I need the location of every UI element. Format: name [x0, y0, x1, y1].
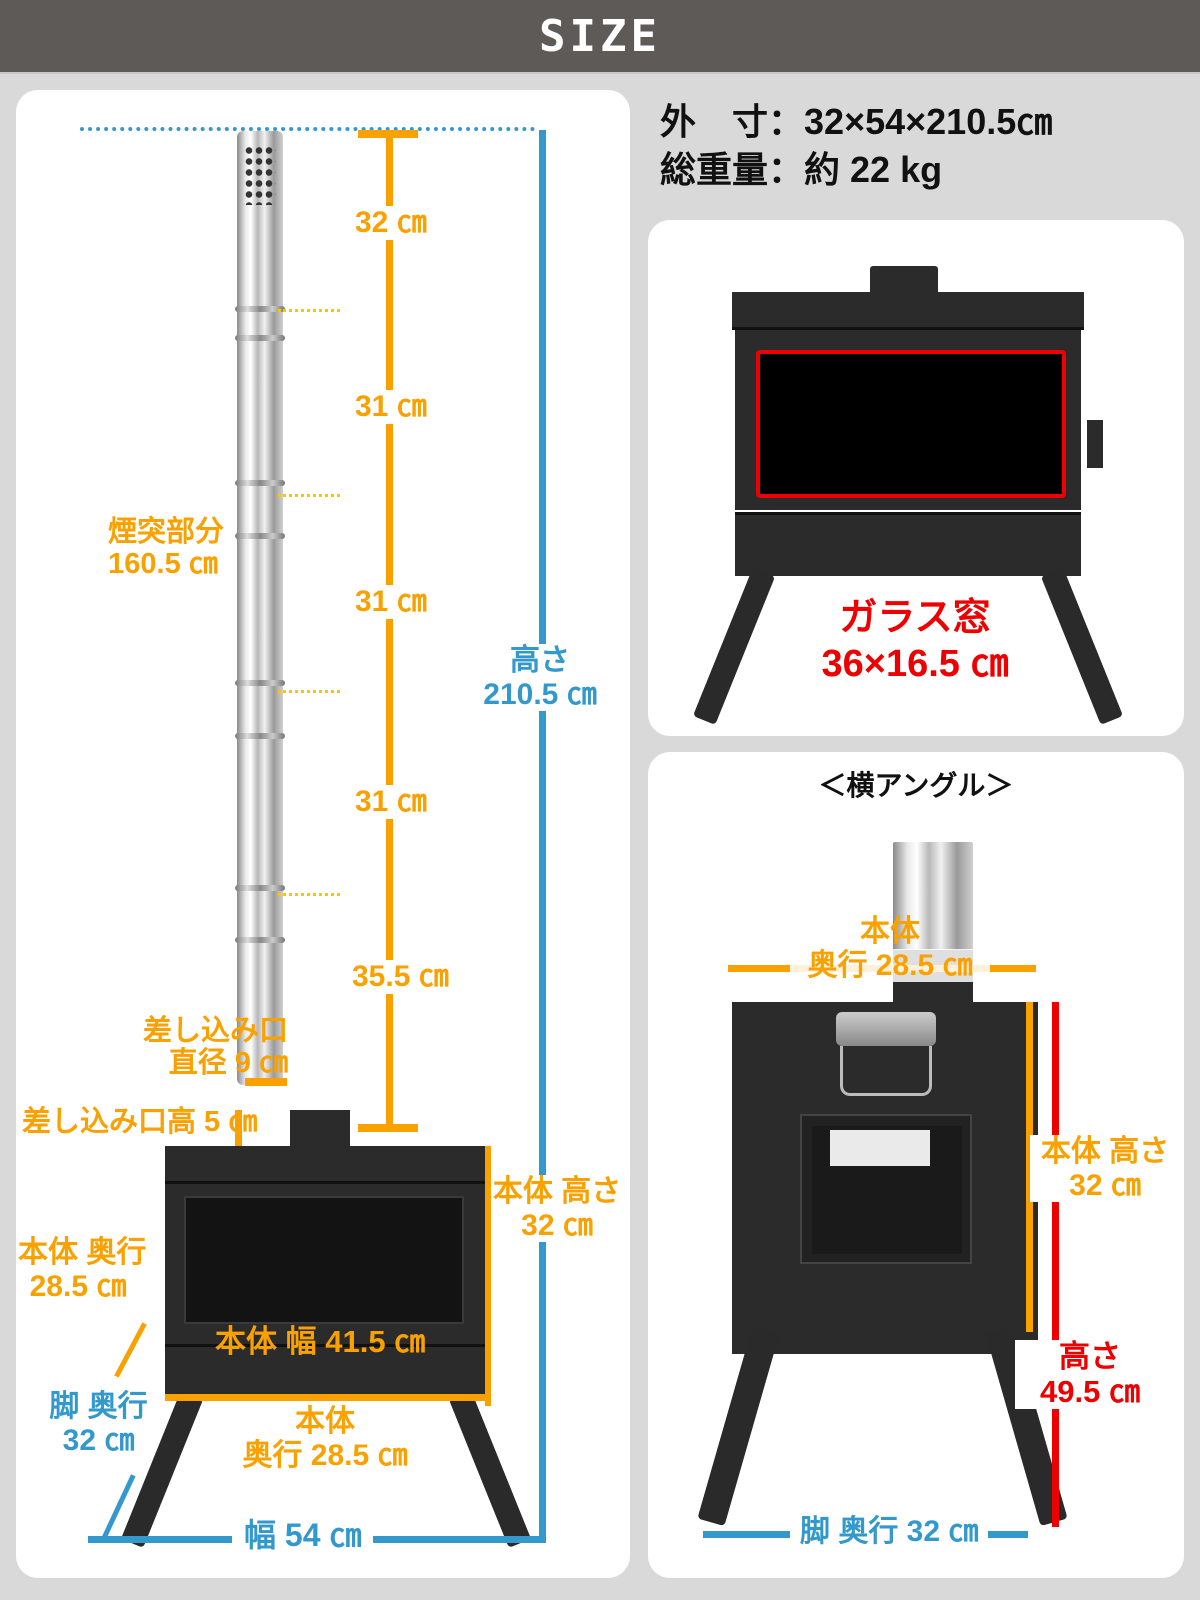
side-total-height-title: 高さ — [1059, 1339, 1121, 1374]
spec-weight-label: 総重量 — [660, 149, 769, 190]
side-body-height-label: 本体 高さ 32 ㎝ — [1030, 1135, 1180, 1203]
chimney-total-title: 煙突部分 — [108, 516, 225, 548]
chimney-segment-4: 31 ㎝ — [355, 785, 427, 819]
inlet-diameter-label: 差し込み口 直径 9 ㎝ — [138, 1015, 288, 1080]
chimney-measure-bottom-cap — [358, 1124, 418, 1132]
side-total-height-label: 高さ 49.5 ㎝ — [1015, 1339, 1165, 1410]
leg-depth-title: 脚 奥行 — [49, 1390, 148, 1423]
spec-separator: ： — [768, 101, 805, 142]
chimney-collar — [290, 1110, 350, 1146]
chimney-segment-5: 35.5 ㎝ — [352, 960, 449, 994]
spec-dimensions-label: 外 寸 — [660, 101, 769, 142]
spec-weight-value: 約 22 kg — [804, 149, 943, 190]
body-depth-label: 本体 奥行 28.5 ㎝ — [18, 1236, 147, 1303]
total-height-label: 高さ 210.5 ㎝ — [470, 644, 610, 712]
spec-separator: ： — [768, 149, 805, 190]
segment-divider — [278, 309, 340, 312]
spec-weight-row: 総重量：約 22 kg — [660, 146, 1052, 194]
chimney-total-value: 160.5 ㎝ — [108, 548, 218, 581]
body-height-line — [485, 1146, 491, 1406]
body-width-label: 本体 幅 41.5 ㎝ — [215, 1324, 426, 1359]
body-width-line — [165, 1394, 491, 1401]
segment-divider — [278, 893, 340, 896]
glass-window-highlight — [756, 350, 1066, 498]
leg-depth-value: 32 ㎝ — [62, 1423, 135, 1457]
body-depth2-label: 本体 奥行 28.5 ㎝ — [225, 1405, 425, 1472]
page-header: SIZE — [0, 0, 1200, 74]
glass-window-label: ガラス窓 36×16.5 ㎝ — [790, 596, 1040, 687]
glass-window-value: 36×16.5 ㎝ — [821, 642, 1009, 685]
total-height-line — [539, 130, 546, 1542]
total-width-label: 幅 54 ㎝ — [232, 1517, 374, 1554]
inlet-height-label: 差し込み口高 5 ㎝ — [22, 1106, 258, 1138]
page-title: SIZE — [539, 10, 661, 62]
body-depth2-title: 本体 — [295, 1405, 355, 1438]
chimney-segment-1: 32 ㎝ — [355, 206, 427, 240]
body-depth-value: 28.5 ㎝ — [29, 1269, 127, 1303]
side-body-height-value: 32 ㎝ — [1069, 1168, 1141, 1202]
side-handle — [836, 1012, 936, 1046]
total-height-top-guide — [80, 127, 535, 131]
body-height-label: 本体 高さ 32 ㎝ — [492, 1175, 622, 1243]
side-leg-depth-label: 脚 奥行 32 ㎝ — [790, 1515, 989, 1549]
spec-summary: 外 寸：32×54×210.5㎝ 総重量：約 22 kg — [660, 98, 1052, 194]
segment-divider — [278, 494, 340, 497]
side-depth-value: 奥行 28.5 ㎝ — [790, 948, 990, 983]
inlet-diameter-value: 直径 9 ㎝ — [168, 1047, 288, 1080]
inlet-diameter-marker — [245, 1078, 287, 1086]
side-depth-title: 本体 — [860, 915, 920, 948]
leg-depth-label: 脚 奥行 32 ㎝ — [36, 1390, 161, 1457]
total-height-title: 高さ — [510, 644, 570, 677]
glass-window-title: ガラス窓 — [839, 597, 991, 639]
chimney-measure-line — [386, 130, 393, 1130]
inlet-diameter-title: 差し込み口 — [142, 1015, 288, 1047]
side-body-height-line — [1026, 1002, 1033, 1332]
side-total-height-line — [1052, 1002, 1059, 1527]
segment-divider — [278, 690, 340, 693]
side-angle-title: ＜横アングル＞ — [818, 770, 1014, 801]
body-depth2-value: 奥行 28.5 ㎝ — [242, 1438, 408, 1472]
spec-dimensions-value: 32×54×210.5㎝ — [804, 101, 1053, 142]
body-depth-title: 本体 奥行 — [18, 1236, 147, 1269]
chimney-segment-3: 31 ㎝ — [355, 585, 427, 619]
total-height-value: 210.5 ㎝ — [483, 677, 597, 711]
chimney-total-label: 煙突部分 160.5 ㎝ — [108, 516, 225, 581]
side-total-height-value: 49.5 ㎝ — [1040, 1373, 1140, 1409]
spec-dimensions-row: 外 寸：32×54×210.5㎝ — [660, 98, 1052, 146]
chimney-cap-holes — [244, 145, 276, 205]
side-depth-label: 本体 奥行 28.5 ㎝ — [790, 915, 990, 983]
body-height-title: 本体 高さ — [492, 1175, 622, 1208]
inlet-height-marker — [235, 1110, 242, 1146]
side-body-height-title: 本体 高さ — [1040, 1135, 1170, 1168]
body-height-value: 32 ㎝ — [521, 1208, 593, 1242]
chimney-segment-2: 31 ㎝ — [355, 390, 427, 424]
